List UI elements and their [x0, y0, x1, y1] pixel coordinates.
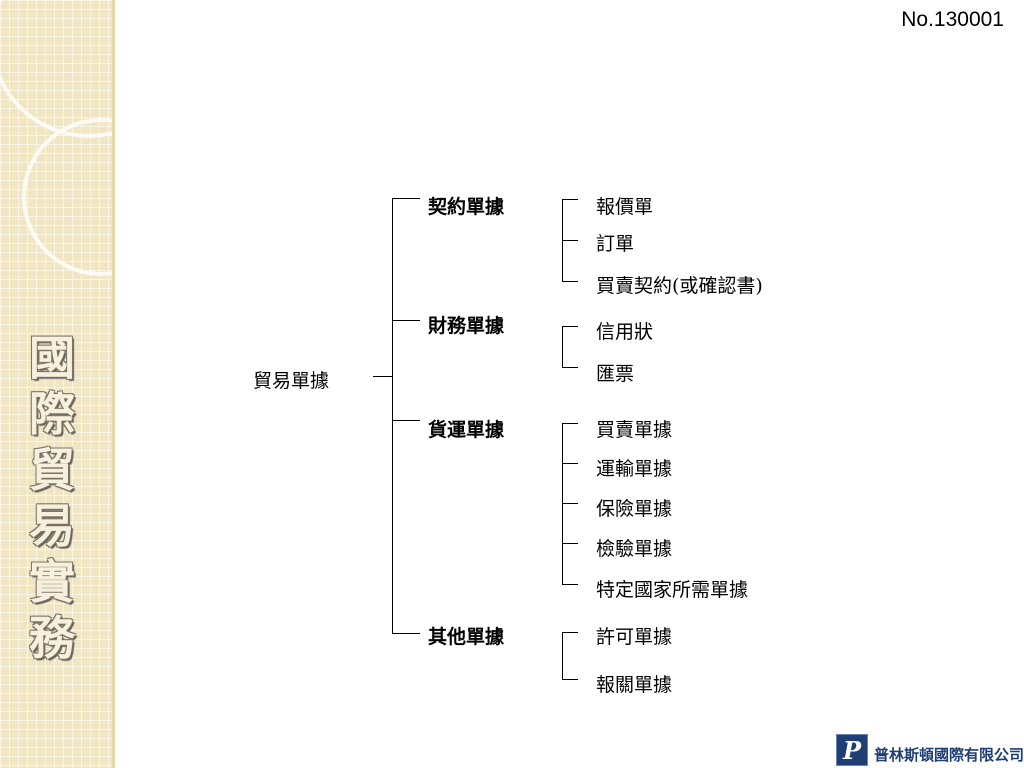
tree-leaf: 許可單據 — [596, 626, 673, 648]
connector-line — [562, 281, 578, 282]
connector-line — [392, 198, 420, 199]
tree-leaf: 訂單 — [596, 233, 635, 255]
title-char: 國 — [29, 331, 75, 385]
connector-line — [562, 326, 563, 368]
vertical-title: 國 際 貿 易 實 務 — [12, 330, 92, 666]
title-char: 際 — [29, 387, 75, 441]
connector-line — [562, 326, 578, 327]
title-char: 貿 — [29, 443, 75, 497]
connector-line — [562, 503, 578, 504]
connector-line — [392, 320, 420, 321]
connector-line — [562, 423, 563, 585]
logo-emblem: P — [836, 734, 868, 766]
connector-line — [392, 420, 420, 421]
tree-leaf: 運輸單據 — [596, 458, 673, 480]
connector-line — [562, 463, 578, 464]
title-char: 實 — [29, 555, 75, 609]
connector-line — [562, 679, 578, 680]
company-name: 普林斯頓國際有限公司 — [874, 746, 1024, 764]
tree-leaf: 買賣單據 — [596, 419, 673, 441]
connector-line — [562, 240, 578, 241]
connector-line — [562, 584, 578, 585]
connector-line — [562, 632, 578, 633]
group-label: 其他單據 — [428, 626, 505, 648]
group-label: 契約單據 — [428, 196, 505, 218]
connector-line — [562, 199, 578, 200]
tree-leaf: 檢驗單據 — [596, 538, 673, 560]
tree-leaf: 保險單據 — [596, 498, 673, 520]
group-label: 貨運單據 — [428, 419, 505, 441]
connector-line — [562, 632, 563, 680]
tree-leaf: 特定國家所需單據 — [596, 579, 749, 601]
connector-line — [373, 376, 392, 377]
tree-root-label: 貿易單據 — [253, 370, 330, 392]
connector-line — [562, 543, 578, 544]
tree-leaf: 買賣契約(或確認書) — [596, 275, 763, 297]
sidebar-decoration: 國 際 貿 易 實 務 — [0, 0, 114, 768]
tree-leaf: 報關單據 — [596, 674, 673, 696]
connector-line — [562, 367, 578, 368]
connector-line — [392, 633, 420, 634]
sidebar-edge — [112, 0, 115, 768]
title-char: 易 — [29, 499, 75, 553]
tree-leaf: 報價單 — [596, 196, 654, 218]
connector-line — [562, 423, 578, 424]
tree-leaf: 信用狀 — [596, 321, 654, 343]
connector-line — [392, 198, 393, 634]
company-logo: P 普林斯頓國際有限公司 — [836, 732, 1024, 768]
group-label: 財務單據 — [428, 315, 505, 337]
document-number: No.130001 — [901, 8, 1004, 31]
tree-leaf: 匯票 — [596, 363, 635, 385]
title-char: 務 — [29, 611, 75, 665]
